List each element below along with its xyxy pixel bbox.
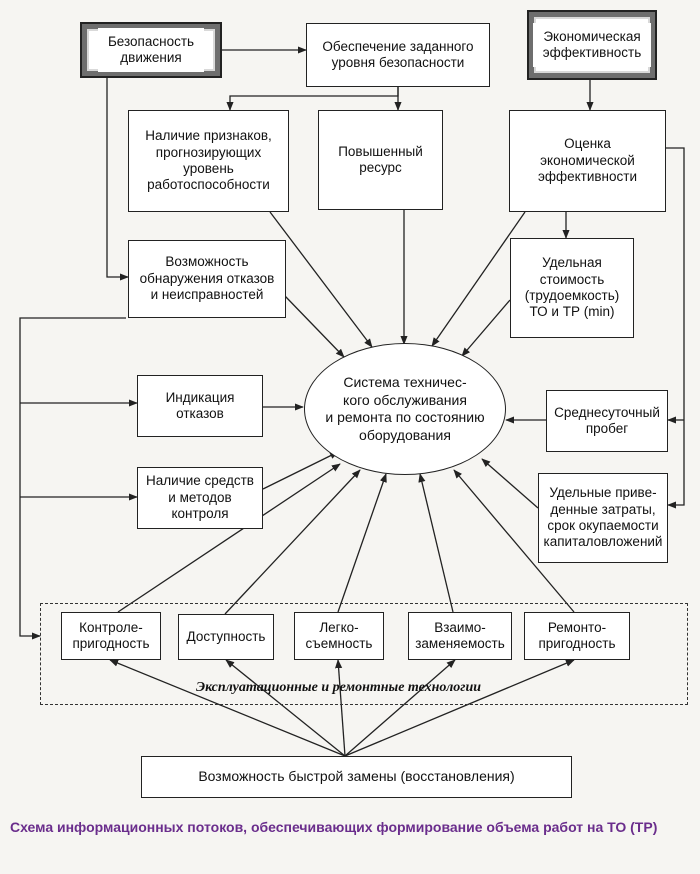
arrow-cost-to-center [461,299,511,357]
box-quick-replacement: Возможность быстрой замены (восстановлен… [141,756,572,798]
arrow-interchange-to-center [418,473,454,613]
arrow-replace-to-interchange [344,659,456,757]
box-unit-cost: Удельная стоимость (трудоемкость) ТО и Т… [510,238,634,338]
arrow-accessibility-to-center [224,469,361,615]
arrow-assessment-to-center [431,211,526,347]
arrow-replace-to-repair [344,659,575,757]
arrow-safety-to-detection [106,78,129,281]
box-safety-level: Обеспечение заданного уровня безопасност… [306,23,490,87]
box-controllability: Контроле- пригодность [61,612,161,660]
box-daily-mileage: Среднесуточный пробег [546,390,668,452]
technologies-group-label: Эксплуатационные и ремонтные технологии [196,680,482,695]
box-traffic-safety: Безопасность движения [80,22,222,78]
arrow-replace-to-removal [334,659,346,757]
arrow-removal-to-center [337,473,387,613]
technologies-group [40,603,688,705]
arrow-control-to-center [262,451,339,490]
left-bus-line [19,317,126,640]
center-ellipse: Система техничес- кого обслуживания и ре… [304,343,506,475]
box-increased-resource: Повышенный ресурс [318,110,443,210]
box-predictive-signs: Наличие признаков, прогнозирующих уровен… [128,110,289,212]
box-economic-efficiency: Экономическая эффективность [527,10,657,80]
box-efficiency-assessment: Оценка экономической эффективности [509,110,666,212]
box-control-means: Наличие средств и методов контроля [137,467,263,529]
box-repairability: Ремонто- пригодность [524,612,630,660]
arrow-replace-to-accessibility [225,659,346,757]
arrow-repair-to-center [453,469,575,613]
arrow-assessment-to-reduced [666,147,685,509]
box-accessibility: Доступность [178,614,274,660]
arrow-signs-to-center [269,211,373,348]
figure-caption: Схема информационных потоков, обеспечива… [10,819,658,835]
arrow-replace-to-controllability [109,659,346,757]
box-failure-indication: Индикация отказов [137,375,263,437]
arrow-detection-to-center [284,295,345,358]
box-reduced-costs: Удельные приве- денные затраты, срок оку… [538,473,668,563]
box-ease-of-removal: Легко- съемность [294,612,384,660]
box-failure-detection: Возможность обнаружения отказов и неиспр… [128,240,286,318]
arrow-controllability-to-center [117,463,341,613]
box-interchangeability: Взаимо- заменяемость [408,612,512,660]
arrow-level-to-signs [226,87,399,111]
arrow-reduced-to-center [481,458,539,509]
